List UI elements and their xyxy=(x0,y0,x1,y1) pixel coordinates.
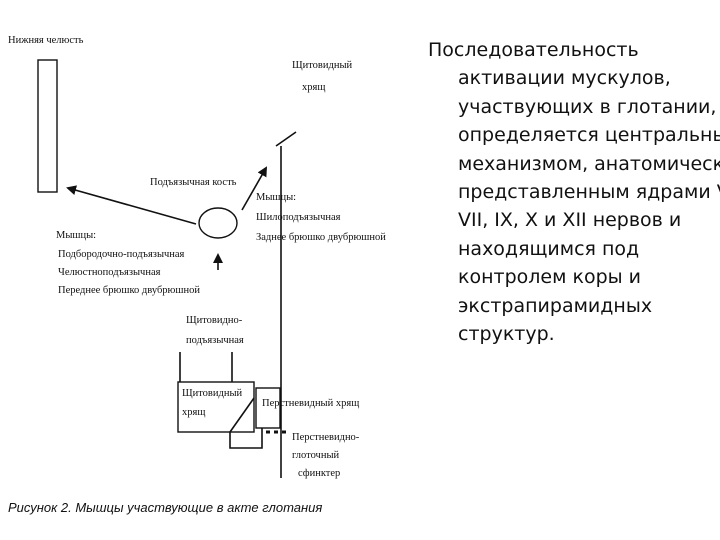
cricoid-lower-outline xyxy=(229,428,263,449)
thyroid-box-diagonal xyxy=(229,397,255,433)
lower-jaw-bar xyxy=(37,59,58,193)
cricoid-box xyxy=(255,387,281,429)
lower-jaw-label: Нижняя челюсть xyxy=(8,35,84,46)
cricopharyngeal-label-1: Перстневидно- xyxy=(292,432,360,443)
thyroid-cartilage-top-label-1: Щитовидный xyxy=(292,60,353,71)
left-muscle-1: Подбородочно-подъязычная xyxy=(58,249,185,260)
thyrohyoid-label-2: подъязычная xyxy=(186,335,244,346)
left-muscle-3: Переднее брюшко двубрюшной xyxy=(58,285,200,296)
cricopharyngeal-label-2: глоточный xyxy=(292,450,340,461)
thyroid-cartilage-box xyxy=(177,381,255,433)
description-text: Последовательность активации мускулов, у… xyxy=(428,39,720,346)
arrow-to-thyroid xyxy=(241,166,267,211)
thyroid-box-label-2: хрящ xyxy=(182,407,205,418)
left-muscles-heading: Мышцы: xyxy=(56,230,96,241)
hyoid-bone-label: Подъязычная кость xyxy=(150,177,237,188)
right-muscles-heading: Мышцы: xyxy=(256,192,296,203)
figure-caption: Рисунок 2. Мышцы участвующие в акте глот… xyxy=(8,500,322,515)
pharynx-top-tick xyxy=(275,131,297,147)
arrow-to-lower-jaw xyxy=(66,185,197,225)
left-muscle-2: Челюстноподъязычная xyxy=(58,267,161,278)
thyroid-cartilage-top-label-2: хрящ xyxy=(302,82,325,93)
right-muscle-1: Шилоподъязычная xyxy=(256,212,341,223)
cricopharyngeal-label-3: сфинктер xyxy=(298,468,340,479)
thyrohyoid-label-1: Щитовидно- xyxy=(186,315,243,326)
thyroid-box-label-1: Щитовидный xyxy=(182,388,243,399)
cricoid-label: Перстневидный хрящ xyxy=(262,398,359,409)
right-muscle-2: Заднее брюшко двубрюшной xyxy=(256,232,386,243)
hyoid-bone-ellipse xyxy=(198,207,238,239)
